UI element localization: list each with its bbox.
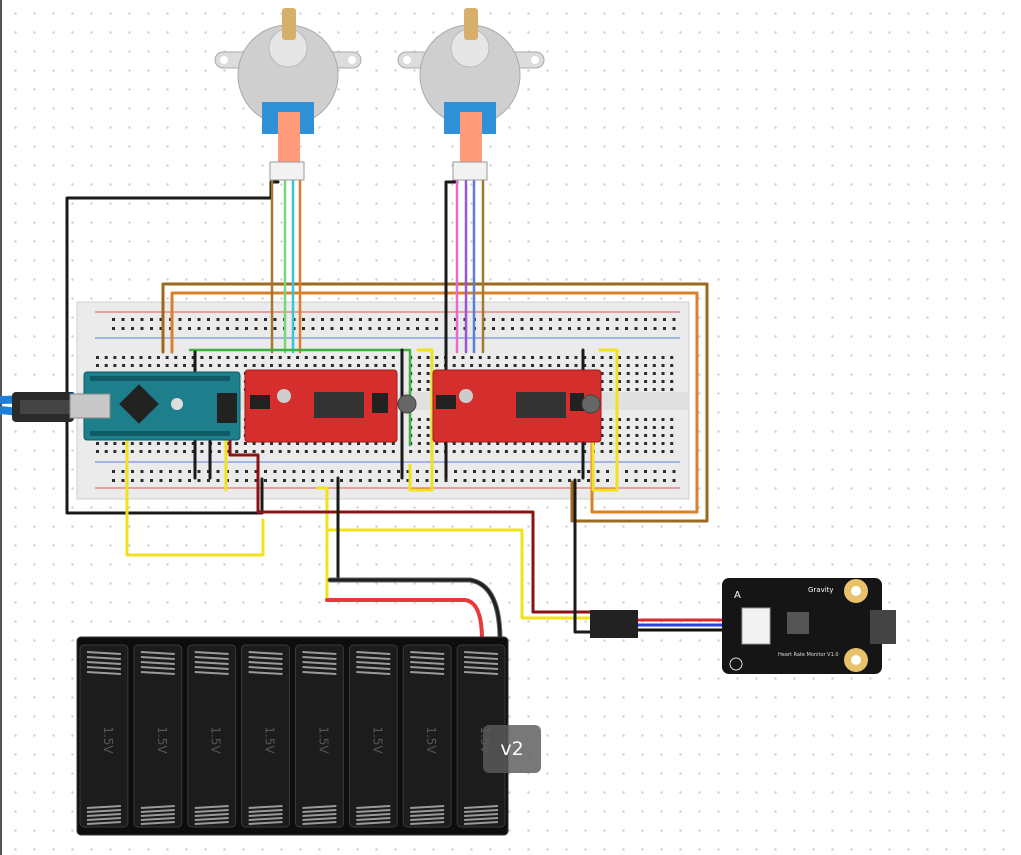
wire-black-battery-ground-top [328, 578, 502, 642]
battery-cell-label: 1.5V [209, 726, 223, 754]
sensor-title-label: Heart Rate Monitor V1.0 [778, 652, 839, 658]
wire-gray-battery [327, 577, 503, 643]
wires [65, 178, 724, 643]
wire-orange-loop [170, 291, 699, 514]
battery-cell: 1.5V [241, 644, 290, 828]
battery-cell: 1.5V [402, 644, 452, 828]
arduino-nano[interactable] [69, 371, 241, 441]
wire-yellow-long [125, 438, 265, 557]
battery-cell: 1.5V [79, 644, 129, 828]
battery-cell-label: 1.5V [155, 726, 169, 754]
version-badge: v2 [483, 725, 541, 773]
usb-cable[interactable] [0, 392, 74, 422]
wire-green [188, 348, 412, 447]
wire-black-sensor [573, 478, 599, 634]
wire-red-battery [325, 598, 484, 642]
sensor-brand-label: Gravity [808, 586, 834, 594]
battery-cell-label: 1.5V [424, 726, 438, 754]
battery-cells: 1.5V 1.5V 1.5V 1.5V 1.5V 1.5V 1.5V 1.5V [79, 644, 506, 828]
battery-cell: 1.5V [456, 644, 506, 828]
stepper-driver-1[interactable] [244, 369, 417, 443]
sensor-port-label: A [734, 590, 741, 601]
battery-cell-label: 1.5V [263, 726, 277, 754]
battery-cell-label: 1.5V [370, 726, 384, 754]
stepper-motor-1[interactable] [214, 8, 362, 181]
wire-brown-loop [161, 282, 709, 523]
wire-yellow-2 [591, 348, 619, 492]
wire-yellow-1 [408, 348, 434, 492]
connector-plug [590, 610, 638, 638]
wire-yellow-sensor [325, 528, 599, 620]
battery-cell: 1.5V [133, 644, 183, 828]
stepper-motor-2[interactable] [397, 8, 545, 181]
canvas-left-edge [0, 0, 2, 855]
battery-cell: 1.5V [295, 644, 344, 828]
wire-darkred [228, 438, 599, 614]
stepper-driver-2[interactable] [432, 369, 602, 443]
wire-yellow-battery [316, 486, 329, 602]
battery-cell-label: 1.5V [101, 726, 115, 754]
wire-black-battery-ground [336, 476, 502, 642]
battery-pack[interactable]: 1.5V 1.5V 1.5V 1.5V 1.5V 1.5V 1.5V 1.5V [76, 636, 509, 836]
battery-cell-label: 1.5V [316, 726, 330, 754]
heart-rate-sensor[interactable]: Gravity A Heart Rate Monitor V1.0 [722, 578, 896, 674]
battery-cell: 1.5V [348, 644, 398, 828]
battery-cell: 1.5V [187, 644, 237, 828]
